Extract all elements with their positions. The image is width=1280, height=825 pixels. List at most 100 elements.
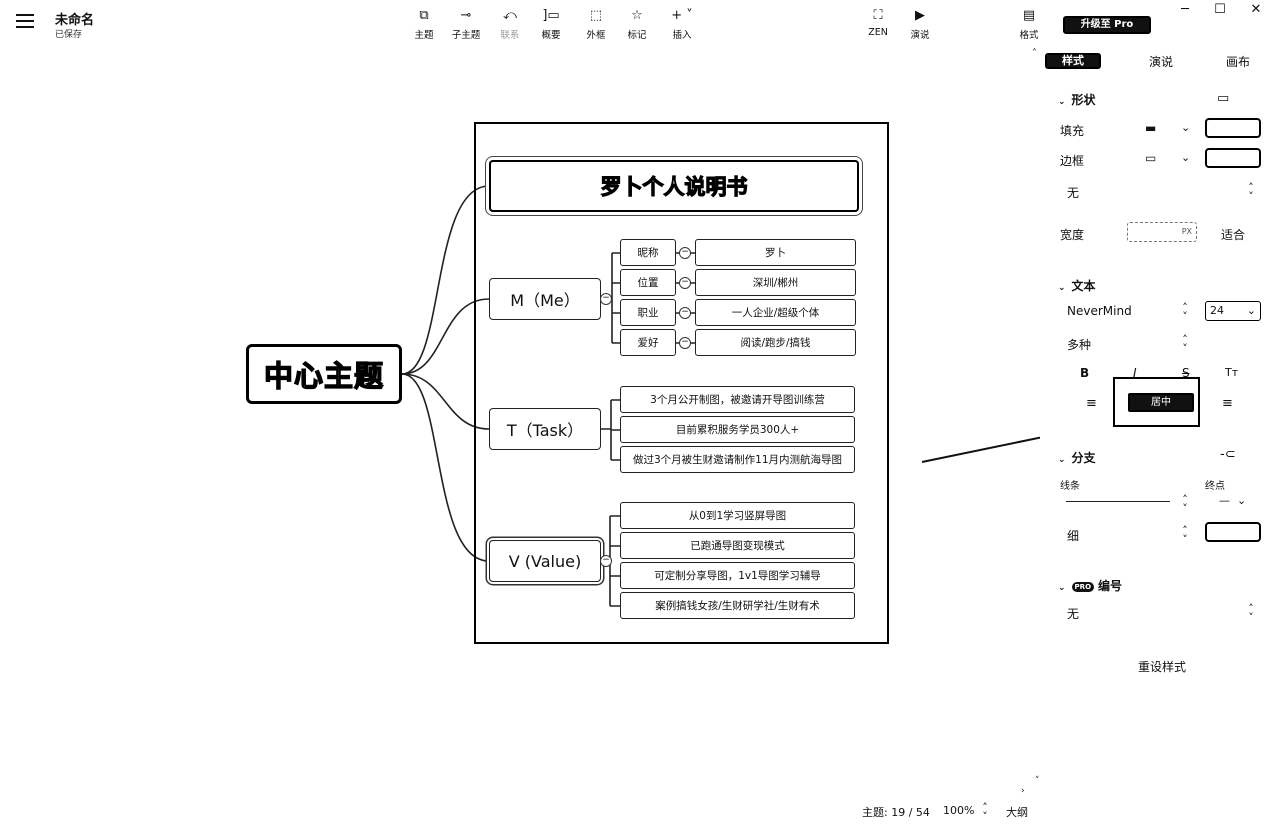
toolbar-relationship-button[interactable]: ⤺联系	[488, 8, 532, 41]
toolbar-zen-button[interactable]: ⛶ZEN	[856, 8, 900, 38]
shape-style-icon[interactable]: ▭	[1217, 91, 1230, 106]
updown-icon[interactable]: ˄˅	[1248, 181, 1254, 203]
fill-shape-icon[interactable]: ▬	[1145, 121, 1157, 135]
align-center-button[interactable]: 居中	[1128, 393, 1194, 412]
shape-section-title[interactable]: ⌄形状	[1058, 91, 1096, 108]
zen-icon: ⛶	[873, 8, 883, 23]
toolbar-label: 格式	[1019, 30, 1039, 41]
menu-icon[interactable]	[16, 14, 34, 28]
value-item[interactable]: 可定制分享导图，1v1导图学习辅导	[620, 562, 855, 589]
tab-canvas[interactable]: 画布	[1226, 55, 1251, 69]
toolbar-summary-button[interactable]: ]▭概要	[529, 8, 573, 41]
toolbar-subtopic-button[interactable]: ⊸子主题	[444, 8, 488, 41]
mindmap-canvas[interactable]: 中心主题 罗卜个人说明书 M（Me） T（Task） V (Value) − −…	[0, 60, 1040, 825]
collapse-toggle-location[interactable]: −	[679, 277, 691, 289]
collapse-toggle-nickname[interactable]: −	[679, 247, 691, 259]
fill-dropdown-chevron-icon[interactable]: ⌄	[1181, 121, 1191, 134]
width-input[interactable]: PX	[1127, 222, 1197, 242]
fit-button[interactable]: 适合	[1221, 228, 1246, 242]
task-item[interactable]: 目前累积服务学员300人+	[620, 416, 855, 443]
branch-title-label: 分支	[1071, 451, 1096, 465]
tab-style[interactable]: 样式	[1045, 53, 1101, 69]
align-left-icon[interactable]: ≡	[1086, 396, 1097, 411]
zoom-stepper-icon[interactable]: ˄˅	[982, 801, 988, 823]
italic-button[interactable]: I	[1133, 366, 1137, 380]
panel-collapse-icon[interactable]: ›	[1021, 786, 1025, 796]
me-key-hobby[interactable]: 爱好	[620, 329, 676, 356]
tab-pitch[interactable]: 演说	[1149, 55, 1174, 69]
updown-icon[interactable]: ˄˅	[1248, 602, 1254, 624]
branch-structure-icon[interactable]: -⊂	[1220, 447, 1236, 462]
align-right-icon[interactable]: ≡	[1222, 396, 1233, 411]
font-weight-select[interactable]: 多种	[1067, 338, 1092, 352]
collapse-toggle-me[interactable]: −	[600, 293, 612, 305]
font-family-select[interactable]: NeverMind	[1067, 304, 1132, 318]
me-value-hobby[interactable]: 阅读/跑步/搞钱	[695, 329, 856, 356]
scroll-up-icon[interactable]: ˅	[1035, 776, 1040, 786]
updown-icon[interactable]: ˄˅	[1182, 301, 1188, 323]
central-topic[interactable]: 中心主题	[246, 344, 402, 404]
updown-icon[interactable]: ˄˅	[1182, 524, 1188, 546]
updown-icon[interactable]: ˄˅	[1182, 493, 1188, 515]
toolbar-label: 联系	[500, 30, 520, 41]
collapse-toggle-hobby[interactable]: −	[679, 337, 691, 349]
font-size-select[interactable]: 24⌄	[1205, 301, 1261, 321]
insert-icon: + ˅	[671, 8, 693, 23]
toolbar-label: 外框	[586, 30, 606, 41]
toolbar-format-button[interactable]: ▤格式	[1007, 8, 1051, 41]
task-item[interactable]: 做过3个月被生财邀请制作11月内测航海导图	[620, 446, 855, 473]
collapse-toggle-job[interactable]: −	[679, 307, 691, 319]
boundary-frame[interactable]	[474, 122, 889, 644]
title-topic[interactable]: 罗卜个人说明书	[489, 160, 859, 212]
toolbar-label: 插入	[672, 30, 692, 41]
updown-icon[interactable]: ˄˅	[1182, 333, 1188, 355]
border-style-select[interactable]: 无	[1067, 186, 1080, 200]
chevron-down-icon: ⌄	[1058, 583, 1066, 593]
reset-style-button[interactable]: 重设样式	[1138, 660, 1187, 674]
me-value-location[interactable]: 深圳/郴州	[695, 269, 856, 296]
line-end-select[interactable]: — ⌄	[1219, 494, 1247, 507]
border-label: 边框	[1060, 154, 1085, 168]
zoom-level[interactable]: 100%	[943, 804, 975, 817]
branch-task[interactable]: T（Task）	[489, 408, 601, 450]
value-item[interactable]: 已跑通导图变现模式	[620, 532, 855, 559]
upgrade-button[interactable]: 升级至 Pro	[1063, 16, 1151, 34]
toolbar-insert-button[interactable]: + ˅ 插入	[660, 8, 704, 41]
line-thickness-select[interactable]: 细	[1067, 529, 1080, 543]
branch-me[interactable]: M（Me）	[489, 278, 601, 320]
branch-section-title[interactable]: ⌄分支	[1058, 449, 1096, 466]
value-item[interactable]: 案例搞钱女孩/生财研学社/生财有术	[620, 592, 855, 619]
value-item[interactable]: 从0到1学习竖屏导图	[620, 502, 855, 529]
toolbar-pitch-button[interactable]: ▶演说	[898, 8, 942, 41]
document-title[interactable]: 未命名	[55, 13, 95, 28]
toolbar-marker-button[interactable]: ☆标记	[615, 8, 659, 41]
close-button[interactable]: ✕	[1250, 2, 1262, 17]
border-dropdown-chevron-icon[interactable]: ⌄	[1181, 151, 1191, 164]
subtopic-icon: ⊸	[460, 8, 472, 23]
me-key-nickname[interactable]: 昵称	[620, 239, 676, 266]
text-section-title[interactable]: ⌄文本	[1058, 277, 1096, 294]
fill-color-swatch[interactable]	[1205, 118, 1261, 138]
outline-button[interactable]: 大纲	[1006, 806, 1028, 819]
branch-color-swatch[interactable]	[1205, 522, 1261, 542]
border-color-swatch[interactable]	[1205, 148, 1261, 168]
maximize-button[interactable]: ☐	[1214, 2, 1226, 17]
me-value-nickname[interactable]: 罗卜	[695, 239, 856, 266]
toolbar-boundary-button[interactable]: ⬚外框	[574, 8, 618, 41]
minimize-button[interactable]: ─	[1181, 2, 1189, 17]
text-case-button[interactable]: Tт	[1225, 366, 1239, 379]
branch-value[interactable]: V (Value)	[489, 540, 601, 582]
collapse-toolbar-icon[interactable]: ˄	[1032, 48, 1037, 59]
collapse-toggle-value[interactable]: −	[600, 555, 612, 567]
me-key-job[interactable]: 职业	[620, 299, 676, 326]
task-item[interactable]: 3个月公开制图，被邀请开导图训练营	[620, 386, 855, 413]
numbering-select[interactable]: 无	[1067, 607, 1080, 621]
strikethrough-button[interactable]: S	[1182, 366, 1190, 380]
me-value-job[interactable]: 一人企业/超级个体	[695, 299, 856, 326]
bold-button[interactable]: B	[1080, 366, 1090, 380]
border-shape-icon[interactable]: ▭	[1145, 151, 1157, 165]
me-key-location[interactable]: 位置	[620, 269, 676, 296]
line-style-select[interactable]	[1066, 501, 1170, 502]
toolbar-topic-button[interactable]: ⧉主题	[402, 8, 446, 41]
